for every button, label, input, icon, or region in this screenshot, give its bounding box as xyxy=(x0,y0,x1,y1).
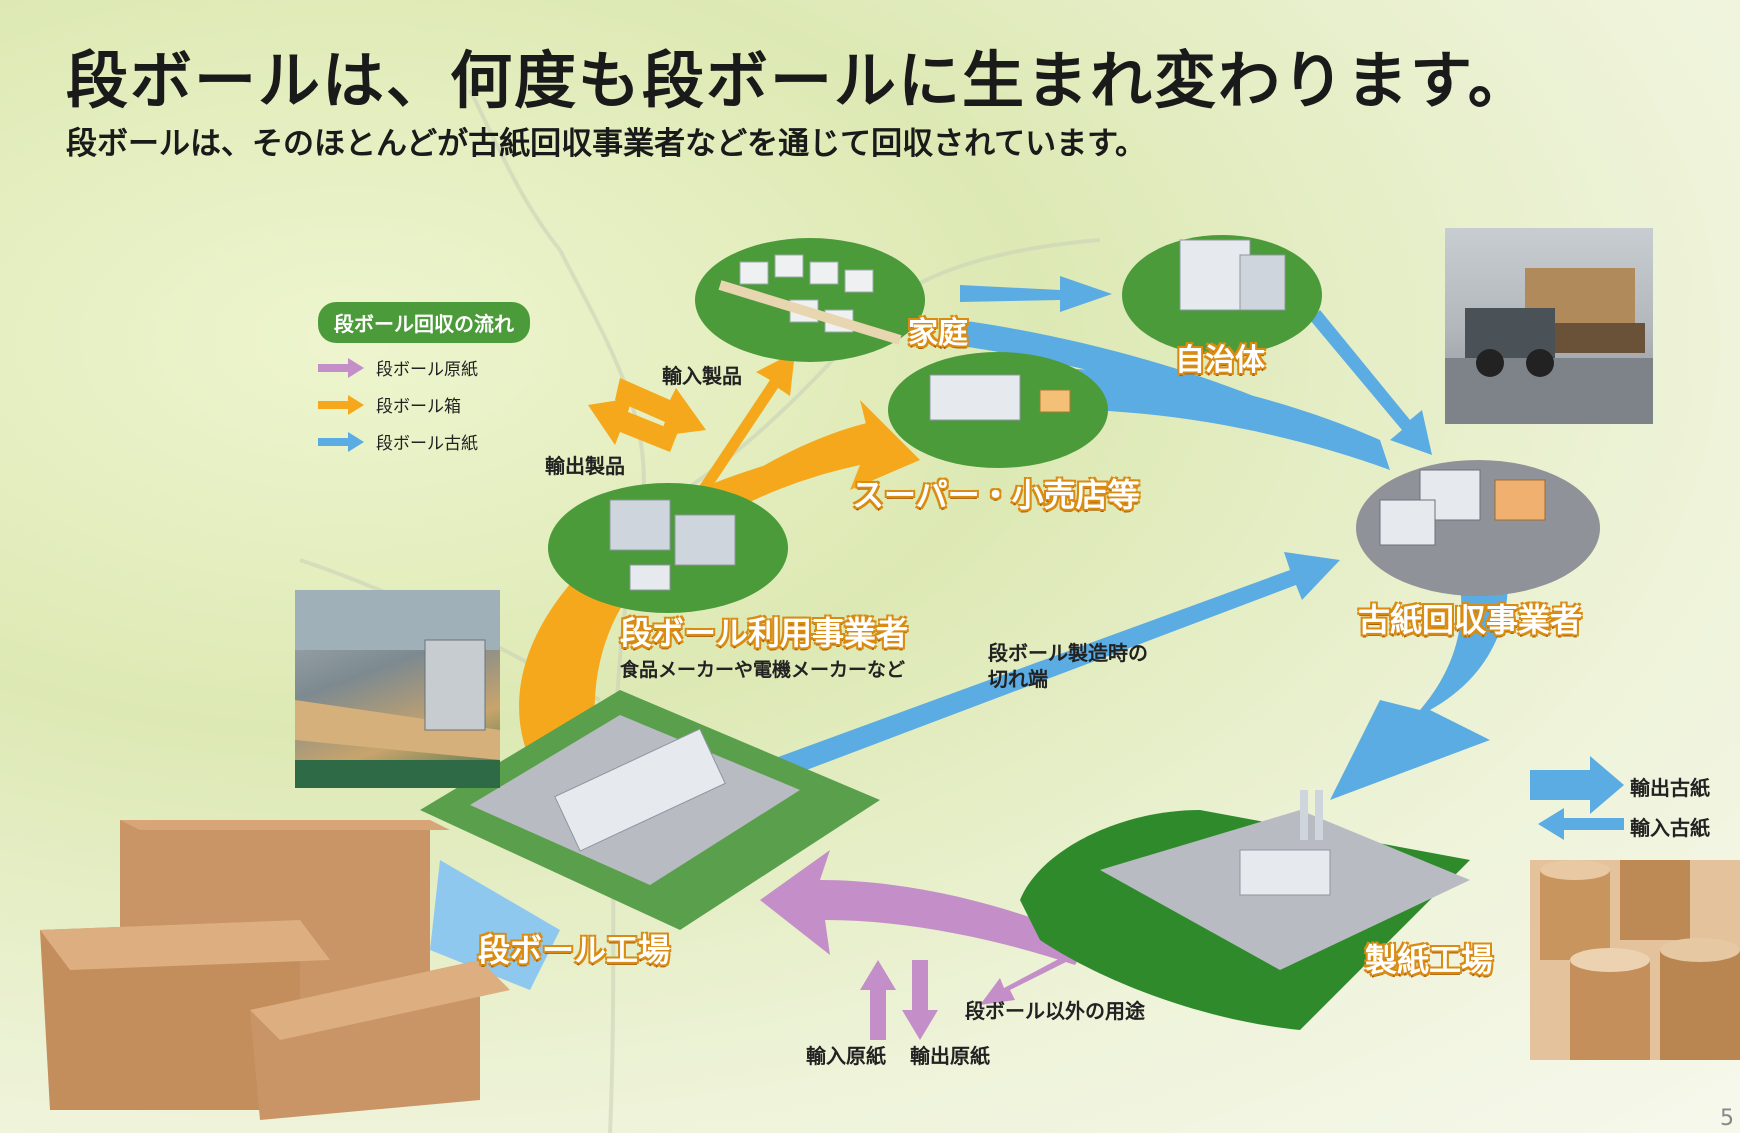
municipality-node xyxy=(1122,235,1322,355)
page-title: 段ボールは、何度も段ボールに生まれ変わります。 xyxy=(66,44,1532,117)
waste-paper-arrow-home-to-municipality xyxy=(960,276,1112,312)
note-import-base-paper: 輸入原紙 xyxy=(806,1044,886,1068)
node-label-box-factory: 段ボール工場 xyxy=(478,931,671,969)
base-paper-arrow xyxy=(760,850,1090,965)
legend-item-base-paper: 段ボール原紙 xyxy=(318,355,530,380)
note-export-products: 輸出製品 xyxy=(545,454,625,478)
note-import-waste-paper: 輸入古紙 xyxy=(1630,816,1710,840)
note-user-business-examples: 食品メーカーや電機メーカーなど xyxy=(620,659,906,681)
import-products-arrow xyxy=(615,378,706,436)
cardboard-boxes-illustration xyxy=(40,820,510,1120)
legend-item-box: 段ボール箱 xyxy=(318,392,530,417)
legend-label: 段ボール原紙 xyxy=(376,360,478,380)
offcuts-arrow xyxy=(770,552,1340,780)
box-arrow-to-home xyxy=(690,352,795,505)
import-base-paper-arrow xyxy=(860,960,896,1040)
node-label-home: 家庭 xyxy=(908,316,968,351)
forklift-photo xyxy=(1445,228,1653,424)
waste-paper-arrow-municipality-to-collector xyxy=(1310,310,1432,455)
page-subtitle: 段ボールは、そのほとんどが古紙回収事業者などを通じて回収されています。 xyxy=(66,126,1147,162)
legend-title: 段ボール回収の流れ xyxy=(318,302,530,343)
corrugator-machine-photo xyxy=(295,590,500,788)
legend-item-waste-paper: 段ボール古紙 xyxy=(318,429,530,454)
note-import-products: 輸入製品 xyxy=(662,364,742,388)
node-label-collector: 古紙回収事業者 xyxy=(1358,601,1583,639)
orange-arrow-icon xyxy=(318,394,364,415)
legend: 段ボール回収の流れ 段ボール原紙 段ボール箱 段ボール古紙 xyxy=(318,302,530,454)
other-uses-arrow xyxy=(980,945,1090,1005)
blue-arrow-icon xyxy=(318,431,364,452)
legend-label: 段ボール古紙 xyxy=(376,434,478,454)
forklift-photo-illustration xyxy=(1445,268,1653,424)
note-other-uses: 段ボール以外の用途 xyxy=(965,999,1145,1023)
node-label-supermarket: スーパー・小売店等 xyxy=(852,476,1140,514)
collector-node xyxy=(1356,460,1600,596)
note-offcuts: 段ボール製造時の 切れ端 xyxy=(988,641,1148,691)
note-export-base-paper: 輸出原紙 xyxy=(910,1044,990,1068)
legend-label: 段ボール箱 xyxy=(376,397,461,417)
export-base-paper-arrow xyxy=(902,960,938,1040)
purple-arrow-icon xyxy=(318,357,364,378)
home-node xyxy=(695,238,925,362)
paper-rolls-photo xyxy=(1530,860,1740,1060)
export-waste-paper-arrow xyxy=(1530,756,1624,814)
paper-mill-node xyxy=(1020,790,1470,1030)
machine-photo-illustration xyxy=(295,590,500,788)
supermarket-node xyxy=(888,352,1108,468)
waste-paper-arrow-from-home xyxy=(955,320,1330,445)
export-products-arrow xyxy=(588,398,678,452)
paper-rolls-illustration xyxy=(1530,860,1740,1060)
box-arrow-to-retail xyxy=(700,420,882,520)
note-export-waste-paper: 輸出古紙 xyxy=(1630,776,1710,800)
box-factory-node xyxy=(420,690,880,990)
user-business-node xyxy=(548,483,788,613)
node-label-paper-mill: 製紙工場 xyxy=(1365,941,1494,979)
page-number: 5 xyxy=(1720,1106,1734,1131)
import-waste-paper-arrow xyxy=(1538,808,1624,840)
node-label-user-business: 段ボール利用事業者 xyxy=(620,614,909,652)
node-label-municipality: 自治体 xyxy=(1175,343,1265,378)
